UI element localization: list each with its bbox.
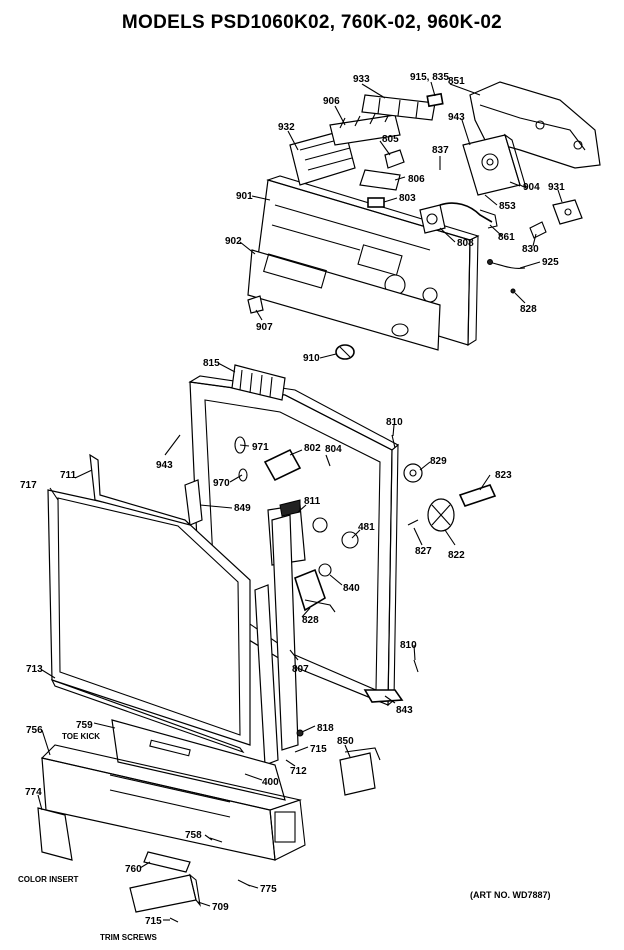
part-label: 810 <box>400 640 417 651</box>
part-label: 840 <box>343 583 360 594</box>
part-label: 711 <box>60 470 77 481</box>
trim-screws-label: TRIM SCREWS <box>100 933 158 942</box>
color-insert-label: COLOR INSERT <box>18 875 79 884</box>
part-label: 775 <box>260 884 277 895</box>
part-label: 804 <box>325 444 342 455</box>
part-label: 925 <box>542 257 559 268</box>
part-label: 810 <box>386 417 403 428</box>
part-label: 907 <box>256 322 273 333</box>
art-number: (ART NO. WD7887) <box>470 890 551 900</box>
control-bracket <box>469 81 601 169</box>
part-label: 932 <box>278 122 295 133</box>
part-label: 904 <box>523 182 540 193</box>
part-label: 709 <box>212 902 229 913</box>
part-label: 970 <box>213 478 230 489</box>
part-label: 400 <box>262 777 279 788</box>
part-label: 803 <box>399 193 416 204</box>
part-label: 828 <box>520 304 537 315</box>
part-label: 758 <box>185 830 202 841</box>
part-label: 915, 835 <box>410 72 449 83</box>
part-label: 943 <box>156 460 173 471</box>
part-label: 756 <box>26 725 43 736</box>
part-label: 806 <box>408 174 425 185</box>
part-label: 906 <box>323 96 340 107</box>
part-label: 830 <box>522 244 539 255</box>
part-label: 849 <box>234 503 251 514</box>
part-label: 715 <box>310 744 327 755</box>
part-label: 933 <box>353 74 370 85</box>
fascia-panel <box>247 249 441 351</box>
part-label: 712 <box>290 766 307 777</box>
part-label: 805 <box>382 134 399 145</box>
part-label: 802 <box>304 443 321 454</box>
part-label: 837 <box>432 145 449 156</box>
part-label: 815 <box>203 358 220 369</box>
part-label: 851 <box>448 76 465 87</box>
part-label: 759 <box>76 720 93 731</box>
part-label: 861 <box>498 232 515 243</box>
part-label: 481 <box>358 522 375 533</box>
part-label: 822 <box>448 550 465 561</box>
part-label: 811 <box>304 496 321 507</box>
part-label: 931 <box>548 182 565 193</box>
part-label: 713 <box>26 664 43 675</box>
part-label: 910 <box>303 353 320 364</box>
part-label: 760 <box>125 864 142 875</box>
toe-kick-label: TOE KICK <box>62 732 100 741</box>
part-label: 829 <box>430 456 447 467</box>
part-label: 827 <box>415 546 432 557</box>
page-title: MODELS PSD1060K02, 760K-02, 960K-02 <box>121 12 503 33</box>
part-label: 818 <box>317 723 334 734</box>
part-label: 850 <box>337 736 354 747</box>
part-label: 971 <box>252 442 269 453</box>
color-insert <box>37 807 73 861</box>
part-label: 843 <box>396 705 413 716</box>
part-label: 901 <box>236 191 253 202</box>
part-label: 828 <box>302 615 319 626</box>
part-label: 717 <box>20 480 37 491</box>
part-label: 902 <box>225 236 242 247</box>
part-label: 715 <box>145 916 162 927</box>
part-label: 853 <box>499 201 516 212</box>
part-label: 943 <box>448 112 465 123</box>
toe-kick <box>111 719 286 801</box>
part-labels: 933 915, 835 851 906 943 932 805 837 806… <box>20 72 565 927</box>
part-label: 823 <box>495 470 512 481</box>
part-label: 774 <box>25 787 42 798</box>
part-label: 808 <box>457 238 474 249</box>
part-label: 807 <box>292 664 309 675</box>
